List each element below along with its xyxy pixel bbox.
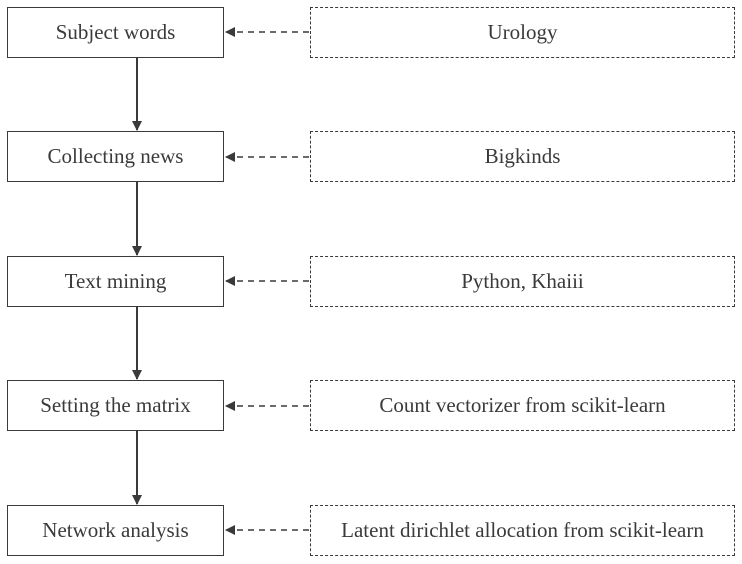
step-box-network-analysis: Network analysis bbox=[7, 505, 224, 556]
tool-label: Python, Khaiii bbox=[461, 269, 584, 293]
step-label: Collecting news bbox=[47, 144, 184, 168]
step-box-text-mining: Text mining bbox=[7, 256, 224, 307]
tool-box-urology: Urology bbox=[310, 7, 735, 58]
tool-label: Urology bbox=[487, 20, 558, 44]
step-label: Network analysis bbox=[42, 518, 189, 542]
step-box-subject-words: Subject words bbox=[7, 7, 224, 58]
tool-box-lda: Latent dirichlet allocation from scikit-… bbox=[310, 505, 735, 556]
step-label: Setting the matrix bbox=[40, 393, 191, 417]
tool-label: Latent dirichlet allocation from scikit-… bbox=[341, 518, 704, 542]
tool-box-count-vectorizer: Count vectorizer from scikit-learn bbox=[310, 380, 735, 431]
tool-box-bigkinds: Bigkinds bbox=[310, 131, 735, 182]
tool-label: Bigkinds bbox=[484, 144, 561, 168]
step-box-setting-the-matrix: Setting the matrix bbox=[7, 380, 224, 431]
tool-box-python-khaiii: Python, Khaiii bbox=[310, 256, 735, 307]
tool-arrows bbox=[225, 27, 309, 535]
tool-label: Count vectorizer from scikit-learn bbox=[379, 393, 666, 417]
step-box-collecting-news: Collecting news bbox=[7, 131, 224, 182]
step-label: Text mining bbox=[64, 269, 167, 293]
step-label: Subject words bbox=[55, 20, 176, 44]
